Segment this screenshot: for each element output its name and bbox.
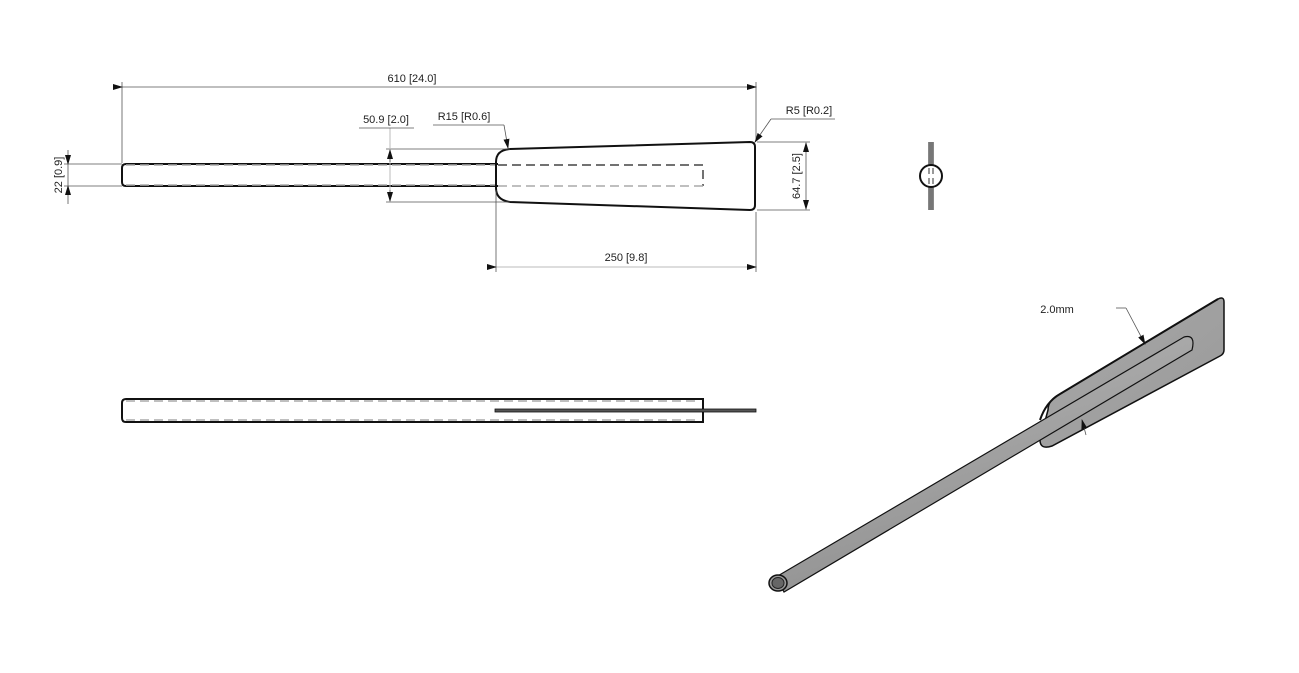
- top-view: 610 [24.0] 22 [0.9]: [53, 73, 835, 272]
- blade-outline: [495, 140, 756, 212]
- rod-diameter-label: 22 [0.9]: [53, 157, 65, 194]
- blade-length-dimension: 250 [9.8]: [487, 190, 757, 272]
- corner-radius-callout: R5 [R0.2]: [754, 105, 835, 143]
- thickness-callout: 2.0mm: [1040, 304, 1146, 436]
- rod-outline: [121, 163, 498, 187]
- overall-length-dimension: 610 [24.0]: [113, 73, 757, 163]
- side-view: [121, 398, 757, 423]
- neck-width-dimension: 50.9 [2.0]: [359, 114, 510, 203]
- neck-width-label: 50.9 [2.0]: [363, 114, 409, 126]
- end-view: [919, 142, 943, 210]
- fillet-radius-callout: R15 [R0.6]: [433, 111, 510, 149]
- fillet-radius-label: R15 [R0.6]: [438, 111, 491, 123]
- blade-width-label: 64.7 [2.5]: [791, 153, 803, 199]
- blade-length-label: 250 [9.8]: [605, 252, 648, 264]
- blade-width-dimension: 64.7 [2.5]: [757, 141, 810, 211]
- rod-diameter-dimension: 22 [0.9]: [53, 150, 122, 204]
- isometric-view: 2.0mm: [768, 297, 1225, 593]
- corner-radius-label: R5 [R0.2]: [786, 105, 832, 117]
- overall-length-label: 610 [24.0]: [388, 73, 437, 85]
- thickness-label: 2.0mm: [1040, 304, 1074, 316]
